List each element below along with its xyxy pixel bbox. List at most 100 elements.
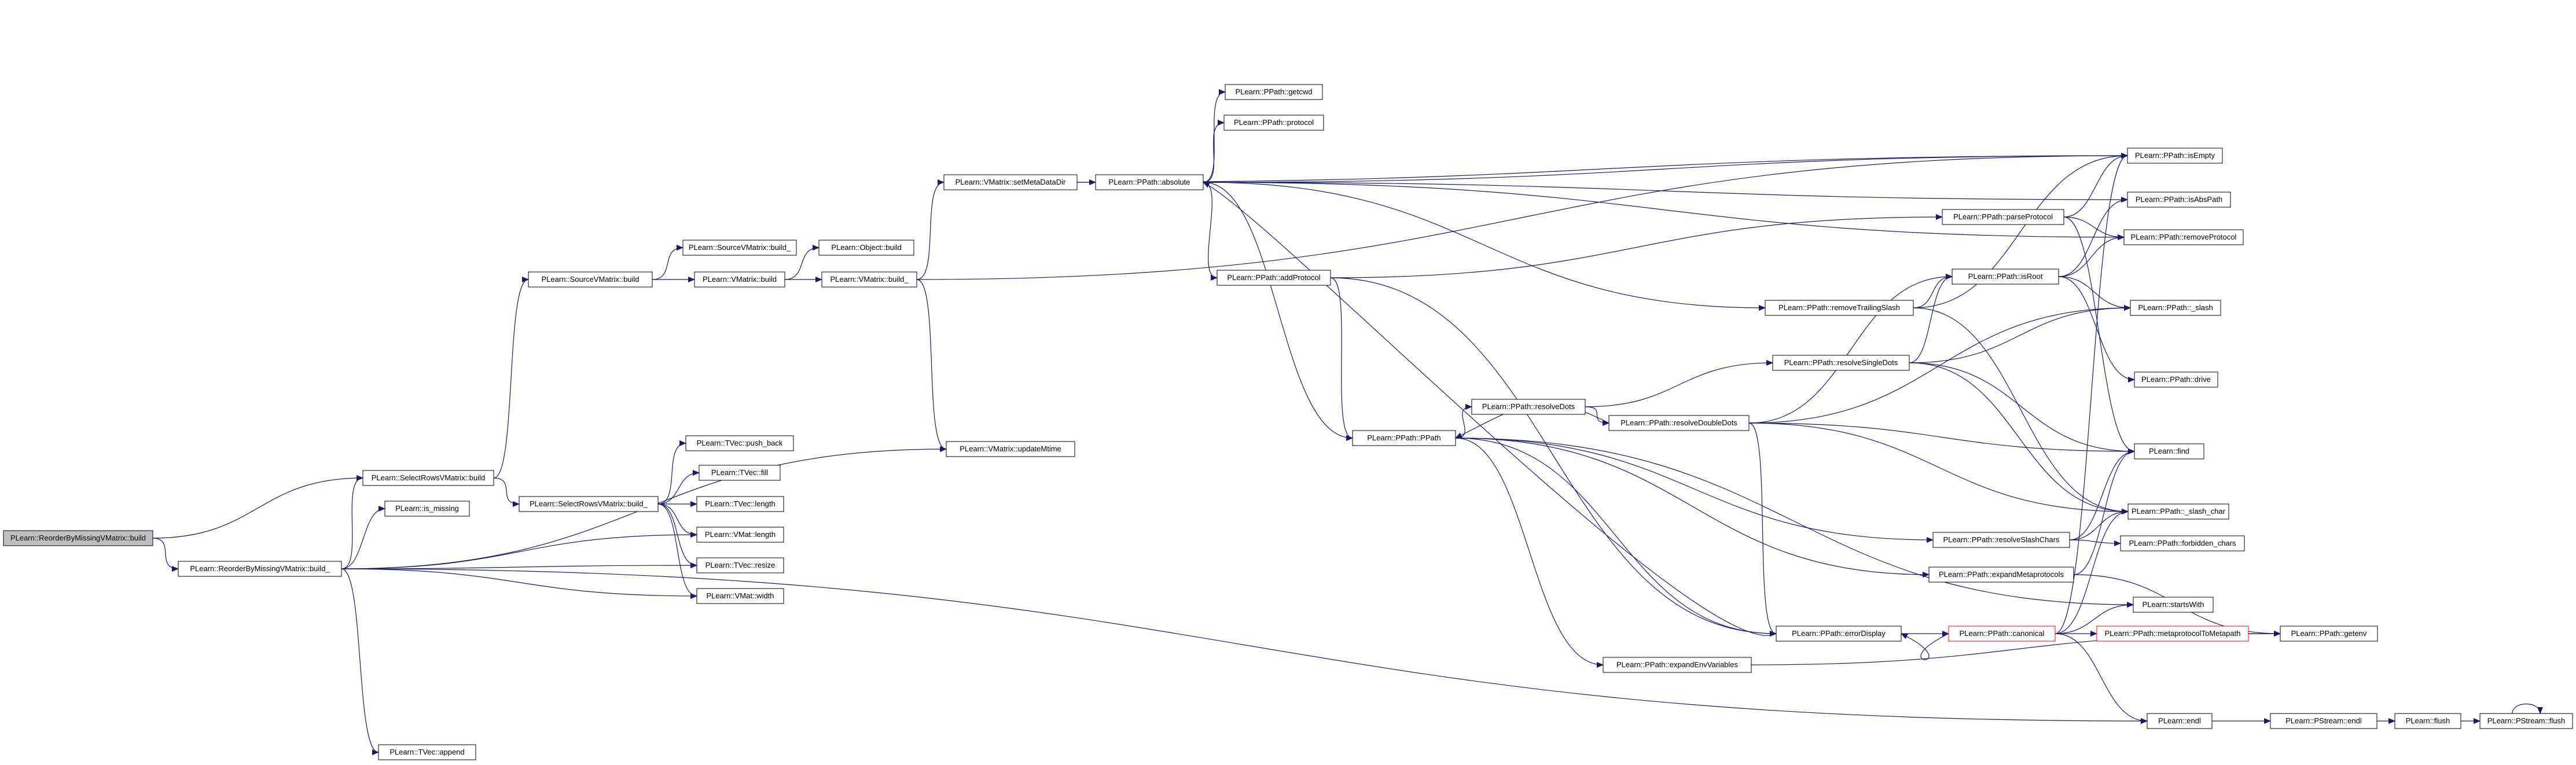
call-edge-ppath_add_protocol-to-ppath_ctor	[1330, 277, 1353, 441]
node-box-set_meta_data_dir	[943, 174, 1078, 190]
node-box-svm_build	[528, 271, 653, 288]
node-endl[interactable]: PLearn::endl	[2147, 713, 2213, 729]
node-box-root	[3, 530, 153, 546]
node-rbmv_build_[interactable]: PLearn::ReorderByMissingVMatrix::build_	[178, 561, 342, 577]
node-ppath_resolve_slash_chars[interactable]: PLearn::PPath::resolveSlashChars	[1932, 532, 2070, 548]
node-pstream_endl[interactable]: PLearn::PStream::endl	[2270, 713, 2377, 729]
node-box-ppath_error_display	[1776, 626, 1902, 642]
node-box-tvec_length	[696, 496, 784, 512]
node-tvec_length[interactable]: PLearn::TVec::length	[696, 496, 784, 512]
node-find[interactable]: PLearn::find	[2134, 443, 2204, 459]
node-flush[interactable]: PLearn::flush	[2394, 713, 2461, 729]
call-edge-rbmv_build_-to-endl	[341, 568, 2148, 724]
call-edge-ppath_resolve_double_dots-to-ppath_error_display	[1748, 422, 1777, 637]
node-ppath_drive[interactable]: PLearn::PPath::drive	[2134, 372, 2218, 388]
node-ppath_slash_char[interactable]: PLearn::PPath::_slash_char	[2127, 503, 2229, 520]
call-edge-srv_build_-to-tvec_resize	[657, 503, 697, 568]
node-ppath_protocol[interactable]: PLearn::PPath::protocol	[1223, 115, 1324, 131]
node-label-ppath_remove_trailing_slash: PLearn::PPath::removeTrailingSlash	[1778, 303, 1900, 312]
node-label-ppath_resolve_dots: PLearn::PPath::resolveDots	[1482, 402, 1575, 411]
node-label-svm_build: PLearn::SourceVMatrix::build	[541, 275, 639, 284]
node-label-tvec_fill: PLearn::TVec::fill	[711, 468, 768, 477]
call-edge-ppath_parse_protocol-to-ppath_is_empty	[2063, 153, 2128, 218]
node-ppath_is_empty[interactable]: PLearn::PPath::isEmpty	[2127, 148, 2223, 164]
node-ppath_resolve_double_dots[interactable]: PLearn::PPath::resolveDoubleDots	[1608, 415, 1750, 431]
call-edge-ppath_resolve_double_dots-to-ppath_slash	[1748, 305, 2131, 424]
call-edge-ppath_ctor-to-ppath_expand_env_variables	[1455, 437, 1604, 668]
node-set_meta_data_dir[interactable]: PLearn::VMatrix::setMetaDataDir	[943, 174, 1078, 190]
node-ppath_ctor[interactable]: PLearn::PPath::PPath	[1352, 430, 1456, 446]
node-svm_build[interactable]: PLearn::SourceVMatrix::build	[528, 271, 653, 288]
node-ppath_add_protocol[interactable]: PLearn::PPath::addProtocol	[1217, 270, 1331, 286]
node-vmatrix_build[interactable]: PLearn::VMatrix::build	[694, 271, 785, 288]
node-box-find	[2134, 443, 2204, 459]
node-ppath_error_display[interactable]: PLearn::PPath::errorDisplay	[1776, 626, 1902, 642]
node-ppath_resolve_single_dots[interactable]: PLearn::PPath::resolveSingleDots	[1772, 355, 1910, 371]
call-edge-ppath_canonical-to-ppath_is_empty	[2055, 153, 2128, 634]
node-box-ppath_getcwd	[1225, 84, 1323, 100]
node-ppath_metaprotocol_to_metapath[interactable]: PLearn::PPath::metaprotocolToMetapath	[2096, 626, 2249, 642]
node-update_mtime[interactable]: PLearn::VMatrix::updateMtime	[946, 441, 1075, 457]
node-tvec_append[interactable]: PLearn::TVec::append	[378, 744, 476, 760]
node-ppath_parse_protocol[interactable]: PLearn::PPath::parseProtocol	[1942, 209, 2064, 225]
call-edge-vmatrix_build_-to-ppath_is_empty	[916, 153, 2128, 280]
call-edge-ppath_canonical-to-endl	[2055, 633, 2148, 724]
node-svm_build_[interactable]: PLearn::SourceVMatrix::build_	[682, 240, 797, 256]
node-box-tvec_push_back	[685, 435, 794, 451]
node-object_build[interactable]: PLearn::Object::build	[818, 240, 914, 256]
node-label-starts_with: PLearn::startsWith	[2143, 600, 2204, 609]
call-edge-vmatrix_build_-to-set_meta_data_dir	[916, 179, 945, 280]
node-tvec_fill[interactable]: PLearn::TVec::fill	[699, 465, 781, 481]
node-ppath_expand_env_variables[interactable]: PLearn::PPath::expandEnvVariables	[1603, 657, 1752, 673]
node-ppath_getcwd[interactable]: PLearn::PPath::getcwd	[1225, 84, 1323, 100]
node-vmat_width[interactable]: PLearn::VMat::width	[696, 588, 784, 604]
node-vmatrix_build_[interactable]: PLearn::VMatrix::build_	[821, 271, 917, 288]
node-ppath_is_root[interactable]: PLearn::PPath::isRoot	[1952, 269, 2059, 285]
call-edge-vmatrix_build_-to-update_mtime	[916, 279, 947, 452]
node-label-srv_build: PLearn::SelectRowsVMatrix::build	[372, 473, 486, 482]
call-edge-ppath_remove_trailing_slash-to-ppath_is_empty	[1913, 153, 2128, 308]
node-ppath_is_abs_path[interactable]: PLearn::PPath::isAbsPath	[2127, 192, 2231, 208]
node-box-starts_with	[2133, 597, 2214, 613]
node-srv_build_[interactable]: PLearn::SelectRowsVMatrix::build_	[519, 496, 659, 512]
node-root[interactable]: PLearn::ReorderByMissingVMatrix::build	[3, 530, 153, 546]
node-ppath_absolute[interactable]: PLearn::PPath::absolute	[1095, 174, 1204, 190]
call-edge-ppath_ctor-to-ppath_resolve_dots	[1455, 404, 1472, 439]
node-box-ppath_resolve_dots	[1471, 399, 1586, 415]
node-ppath_slash[interactable]: PLearn::PPath::_slash	[2130, 300, 2221, 316]
node-label-object_build: PLearn::Object::build	[831, 243, 901, 252]
node-box-is_missing	[384, 501, 470, 517]
node-label-vmatrix_build: PLearn::VMatrix::build	[703, 275, 777, 284]
node-ppath_resolve_dots[interactable]: PLearn::PPath::resolveDots	[1471, 399, 1586, 415]
node-label-ppath_resolve_slash_chars: PLearn::PPath::resolveSlashChars	[1943, 535, 2060, 544]
call-edge-ppath_resolve_double_dots-to-ppath_is_root	[1748, 274, 1953, 424]
node-tvec_resize[interactable]: PLearn::TVec::resize	[696, 557, 784, 573]
call-edge-set_meta_data_dir-to-ppath_is_empty	[1076, 153, 2128, 183]
node-ppath_canonical[interactable]: PLearn::PPath::canonical	[1948, 626, 2056, 642]
node-ppath_expand_metaprotocols[interactable]: PLearn::PPath::expandMetaprotocols	[1928, 567, 2074, 583]
node-label-vmat_length: PLearn::VMat::length	[705, 530, 776, 539]
call-edge-ppath_resolve_double_dots-to-find	[1748, 422, 2135, 454]
node-vmat_length[interactable]: PLearn::VMat::length	[696, 527, 784, 543]
call-edge-ppath_absolute-to-ppath_getcwd	[1203, 89, 1226, 183]
call-edge-ppath_absolute-to-ppath_add_protocol	[1203, 182, 1218, 281]
node-label-ppath_is_root: PLearn::PPath::isRoot	[1968, 272, 2043, 281]
node-label-ppath_expand_metaprotocols: PLearn::PPath::expandMetaprotocols	[1939, 570, 2064, 579]
node-tvec_push_back[interactable]: PLearn::TVec::push_back	[685, 435, 794, 451]
node-ppath_remove_protocol[interactable]: PLearn::PPath::removeProtocol	[2123, 229, 2244, 245]
node-label-find: PLearn::find	[2149, 447, 2189, 455]
node-srv_build[interactable]: PLearn::SelectRowsVMatrix::build	[362, 470, 494, 486]
node-box-vmat_length	[696, 527, 784, 543]
call-edge-rbmv_build_-to-tvec_append	[341, 568, 379, 755]
node-starts_with[interactable]: PLearn::startsWith	[2133, 597, 2214, 613]
call-edge-ppath_canonical-to-starts_with	[2055, 602, 2134, 634]
node-ppath_getenv[interactable]: PLearn::PPath::getenv	[2280, 626, 2378, 642]
node-ppath_remove_trailing_slash[interactable]: PLearn::PPath::removeTrailingSlash	[1765, 300, 1914, 316]
node-is_missing[interactable]: PLearn::is_missing	[384, 501, 470, 517]
node-pstream_flush[interactable]: PLearn::PStream::flush	[2479, 713, 2573, 729]
node-ppath_forbidden_chars[interactable]: PLearn::PPath::forbidden_chars	[2120, 535, 2245, 551]
node-label-ppath_is_empty: PLearn::PPath::isEmpty	[2135, 151, 2215, 160]
node-box-ppath_absolute	[1095, 174, 1204, 190]
call-edge-ppath_resolve_single_dots-to-ppath_slash_char	[1909, 362, 2129, 514]
